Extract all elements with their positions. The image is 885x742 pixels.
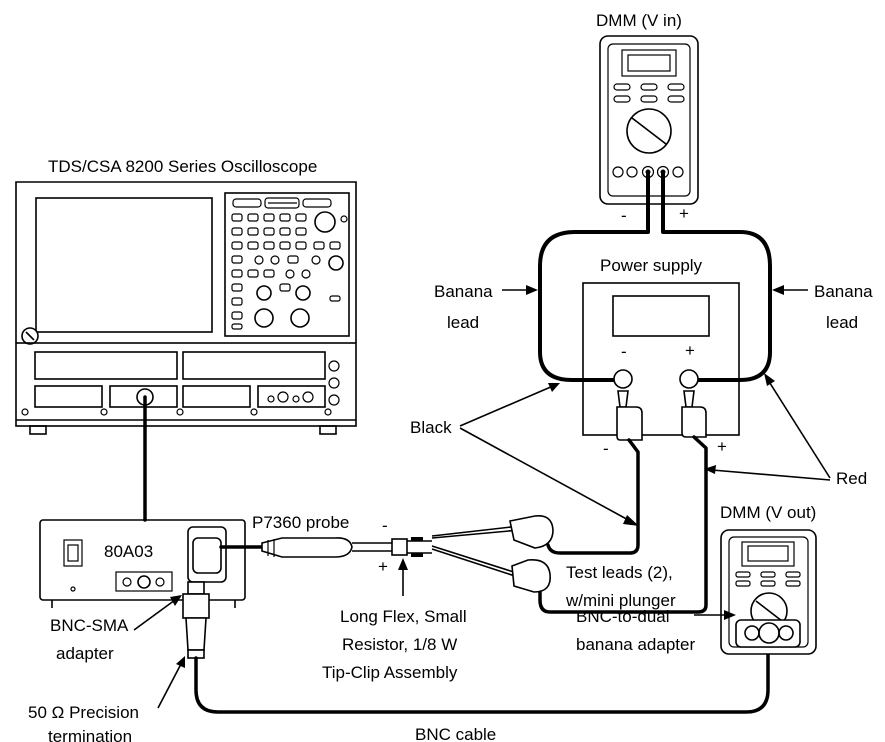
- bnc-dual-label-line1: BNC-to-dual: [576, 607, 670, 626]
- banana-lead-right-line1: Banana: [814, 282, 873, 301]
- arrow-icon: [623, 515, 639, 526]
- arrow-icon: [170, 595, 182, 606]
- scope-label: TDS/CSA 8200 Series Oscilloscope: [48, 157, 317, 176]
- black-label: Black: [410, 418, 452, 437]
- bnc-sma-label-line2: adapter: [56, 644, 114, 663]
- bnc-dual-label-line2: banana adapter: [576, 635, 695, 654]
- arrow-icon: [176, 656, 185, 668]
- p7360-probe: [219, 537, 432, 558]
- bnc-cable: [194, 588, 770, 714]
- tip-clip-label-line2: Resistor, 1/8 W: [342, 635, 457, 654]
- scope-front-panel-buttons: [231, 211, 348, 330]
- test-leads-label-line2: w/mini plunger: [565, 591, 676, 610]
- arrow-icon: [526, 285, 538, 295]
- bnc-sma-label-line1: BNC-SMA: [50, 616, 129, 635]
- bnc-cable-label: BNC cable: [415, 725, 496, 742]
- arrow-icon: [724, 610, 736, 620]
- module-label: 80A03: [104, 542, 153, 561]
- arrow-icon: [548, 383, 560, 392]
- probe-minus: -: [382, 516, 388, 535]
- test-leads-label-line1: Test leads (2),: [566, 563, 673, 582]
- termination-label-line1: 50 Ω Precision: [28, 703, 139, 722]
- power-supply: [582, 282, 740, 441]
- banana-lead-left-line2: lead: [447, 313, 479, 332]
- termination-label-line2: termination: [48, 727, 132, 742]
- arrow-icon: [704, 465, 716, 474]
- tip-clip-label-line3: Tip-Clip Assembly: [322, 663, 458, 682]
- test-lead-plunger-lower: [431, 545, 551, 593]
- ps-minus: -: [621, 342, 627, 361]
- module-80a03: [39, 519, 246, 608]
- arrow-icon: [772, 285, 784, 295]
- oscilloscope: [15, 181, 357, 435]
- red-test-lead: [538, 435, 708, 614]
- probe-label: P7360 probe: [252, 513, 349, 532]
- tip-clip-label-line1: Long Flex, Small: [340, 607, 467, 626]
- bnc-sma-adapter: [182, 581, 210, 659]
- black-test-lead: [546, 438, 640, 555]
- dmm-vin-minus: -: [621, 206, 627, 225]
- dmm-vin-plus: +: [679, 204, 689, 223]
- ps-plus: +: [685, 341, 695, 360]
- ps-clip-plus: +: [717, 437, 727, 456]
- arrow-icon: [764, 373, 775, 386]
- arrow-icon: [398, 558, 408, 570]
- dmm-vout-label: DMM (V out): [720, 503, 816, 522]
- banana-lead-loop: [538, 170, 772, 382]
- dmm-vin-label: DMM (V in): [596, 11, 682, 30]
- dmm-vout: [720, 529, 817, 655]
- ps-clip-minus: -: [603, 439, 609, 458]
- test-lead-plunger-upper: [431, 514, 554, 549]
- probe-plus: +: [378, 557, 388, 576]
- power-supply-label: Power supply: [600, 256, 703, 275]
- banana-lead-left-line1: Banana: [434, 282, 493, 301]
- banana-lead-right-line2: lead: [826, 313, 858, 332]
- red-label: Red: [836, 469, 867, 488]
